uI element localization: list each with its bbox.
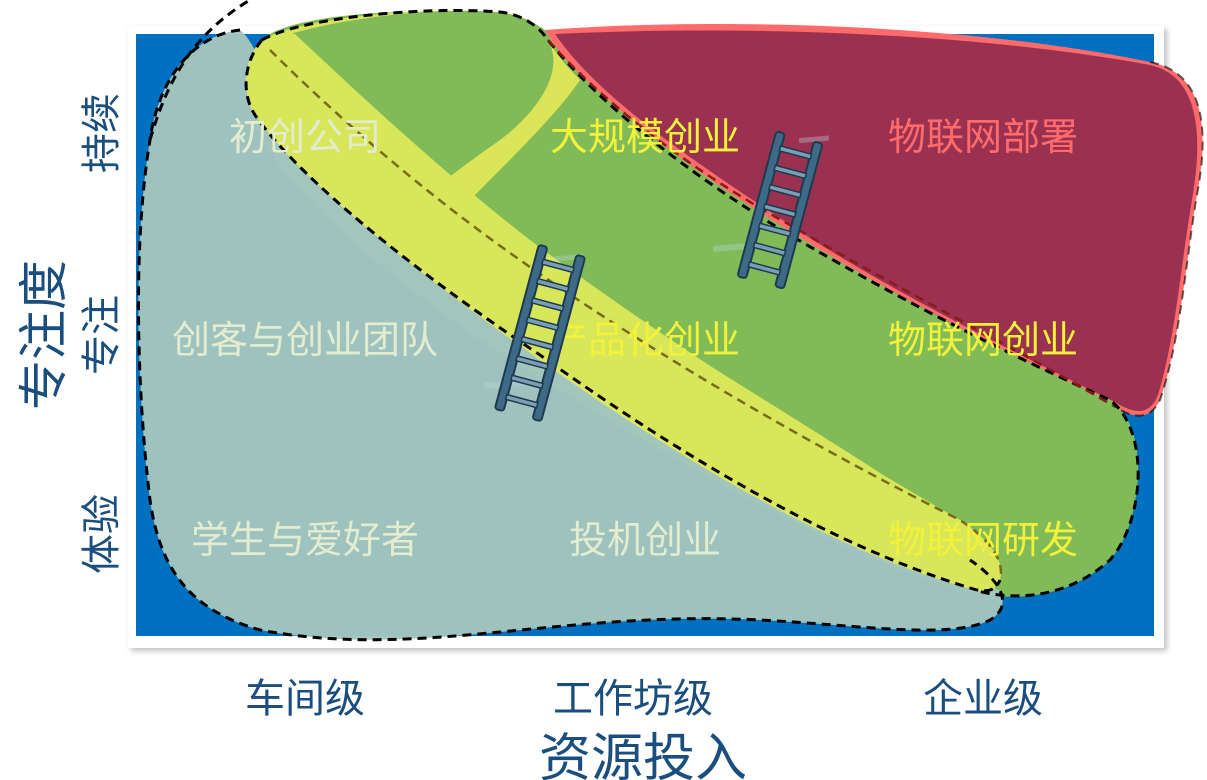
x-tick-workshop: 车间级 (245, 676, 365, 722)
deploy-right-outline (1111, 61, 1204, 417)
label-speculative: 投机创业 (569, 518, 721, 562)
label-product: 产品化创业 (550, 318, 740, 362)
ladder-icon (484, 244, 586, 422)
y-tick-focused: 专注 (79, 295, 125, 375)
experience-zone-outline (136, 28, 1004, 642)
experience-top-outline (148, 0, 251, 141)
y-axis-title: 专注度 (15, 260, 73, 410)
label-startup: 初创公司 (229, 115, 381, 159)
label-iot-startup: 物联网创业 (888, 318, 1078, 362)
x-axis-title: 资源投入 (538, 729, 748, 780)
product-band-upper-outline (269, 49, 1003, 581)
region-labels: 初创公司 大规模创业 物联网部署 创客与创业团队 产品化创业 物联网创业 学生与… (172, 115, 1078, 562)
iot-deploy-zone (555, 30, 1198, 412)
deploy-zone-outline (547, 39, 1113, 407)
product-band-lower-outline (244, 39, 1002, 593)
x-tick-enterprise: 企业级 (923, 676, 1043, 722)
label-large-scale: 大规模创业 (550, 115, 740, 159)
startup-zone-top (278, 10, 554, 210)
label-students: 学生与爱好者 (191, 518, 419, 562)
label-iot-deploy: 物联网部署 (888, 115, 1078, 159)
y-tick-sustained: 持续 (79, 93, 125, 173)
label-iot-rnd: 物联网研发 (888, 518, 1078, 562)
label-maker: 创客与创业团队 (172, 318, 438, 362)
y-tick-experience: 体验 (79, 494, 125, 574)
product-diagonal-band (247, 33, 1001, 591)
startup-zone-upper (470, 40, 1139, 595)
x-tick-studio: 工作坊级 (553, 676, 713, 722)
startup-zone-outline (261, 8, 1140, 598)
ladder-icon (712, 131, 830, 289)
